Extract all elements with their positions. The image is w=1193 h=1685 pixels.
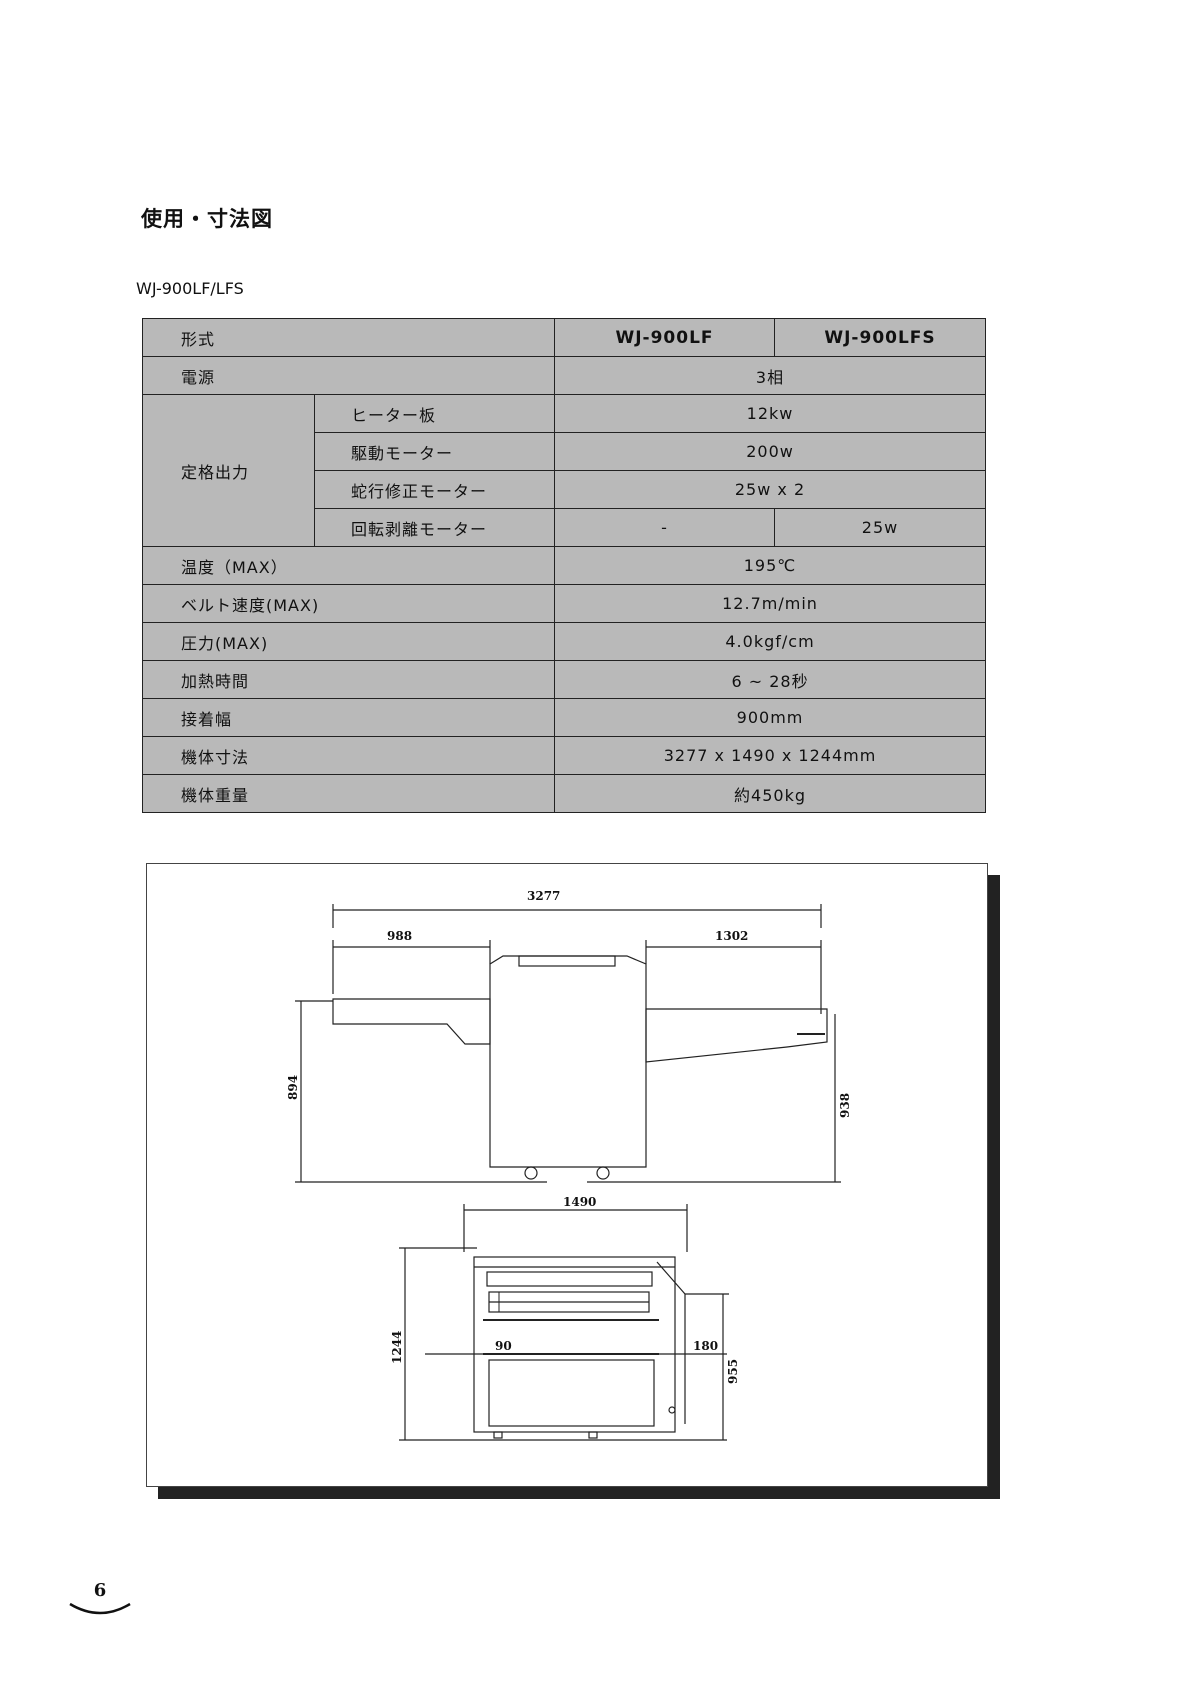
spec-sublabel: 回転剥離モーター xyxy=(315,509,555,547)
spec-value: 3277 x 1490 x 1244mm xyxy=(555,737,986,775)
table-row: 機体寸法 3277 x 1490 x 1244mm xyxy=(143,737,986,775)
spec-sublabel: 蛇行修正モーター xyxy=(315,471,555,509)
machine-drawing: 3277 988 1302 894 938 1490 1244 90 180 9… xyxy=(147,864,987,1486)
spec-sublabel: 駆動モーター xyxy=(315,433,555,471)
spec-value: 6 ~ 28秒 xyxy=(555,661,986,699)
top-cover xyxy=(519,956,615,966)
spec-label: 温度（MAX） xyxy=(143,547,555,585)
press-body xyxy=(490,956,646,1167)
front-detail xyxy=(669,1407,675,1413)
table-row: 形式 WJ-900LF WJ-900LFS xyxy=(143,319,986,357)
table-row: 加熱時間 6 ~ 28秒 xyxy=(143,661,986,699)
dim-width: 1490 xyxy=(563,1195,596,1209)
foot xyxy=(589,1432,597,1438)
table-row: ベルト速度(MAX) 12.7m/min xyxy=(143,585,986,623)
spec-value: 3相 xyxy=(555,357,986,395)
model-header-lf: WJ-900LF xyxy=(555,319,775,357)
spec-group-label: 定格出力 xyxy=(143,395,315,547)
table-row: 電源 3相 xyxy=(143,357,986,395)
dim-left-section: 988 xyxy=(387,929,412,943)
table-row: 温度（MAX） 195℃ xyxy=(143,547,986,585)
spec-table: 形式 WJ-900LF WJ-900LFS 電源 3相 定格出力 ヒーター板 1… xyxy=(142,318,986,813)
model-header-lfs: WJ-900LFS xyxy=(775,319,986,357)
spec-value: 12.7m/min xyxy=(555,585,986,623)
spec-value: 200w xyxy=(555,433,986,471)
dim-offset-left: 90 xyxy=(495,1339,512,1353)
front-detail xyxy=(487,1272,652,1286)
spec-label: 機体寸法 xyxy=(143,737,555,775)
spec-label: 形式 xyxy=(143,319,555,357)
table-row: 機体重量 約450kg xyxy=(143,775,986,813)
page-number-text: 6 xyxy=(64,1580,136,1601)
dim-height: 1244 xyxy=(390,1331,404,1364)
dimension-drawing: 3277 988 1302 894 938 1490 1244 90 180 9… xyxy=(146,863,988,1487)
lower-cabinet xyxy=(489,1360,654,1426)
wheel xyxy=(597,1167,609,1179)
spec-label: 電源 xyxy=(143,357,555,395)
dim-overall-length: 3277 xyxy=(527,889,560,903)
left-conveyor xyxy=(333,999,490,1044)
spec-value-lf: - xyxy=(555,509,775,547)
spec-value: 195℃ xyxy=(555,547,986,585)
table-row: 圧力(MAX) 4.0kgf/cm xyxy=(143,623,986,661)
table-row: 定格出力 ヒーター板 12kw xyxy=(143,395,986,433)
spec-label: 圧力(MAX) xyxy=(143,623,555,661)
model-name: WJ-900LF/LFS xyxy=(136,279,244,298)
spec-value-lfs: 25w xyxy=(775,509,986,547)
dim-right-section: 1302 xyxy=(715,929,748,943)
spec-value: 25w x 2 xyxy=(555,471,986,509)
right-conveyor xyxy=(646,1009,827,1062)
spec-value: 900mm xyxy=(555,699,986,737)
page-heading: 使用・寸法図 xyxy=(141,203,273,233)
table-row: 接着幅 900mm xyxy=(143,699,986,737)
foot xyxy=(494,1432,502,1438)
spec-label: ベルト速度(MAX) xyxy=(143,585,555,623)
dim-height-right: 938 xyxy=(838,1093,852,1118)
spec-value: 約450kg xyxy=(555,775,986,813)
dim-height-side: 955 xyxy=(726,1359,740,1384)
wheel xyxy=(525,1167,537,1179)
spec-value: 12kw xyxy=(555,395,986,433)
spec-label: 加熱時間 xyxy=(143,661,555,699)
page-number: 6 xyxy=(64,1580,136,1620)
spec-sublabel: ヒーター板 xyxy=(315,395,555,433)
dim-offset-right: 180 xyxy=(693,1339,718,1353)
spec-label: 機体重量 xyxy=(143,775,555,813)
spec-label: 接着幅 xyxy=(143,699,555,737)
dim-height-left: 894 xyxy=(286,1075,300,1100)
spec-value: 4.0kgf/cm xyxy=(555,623,986,661)
